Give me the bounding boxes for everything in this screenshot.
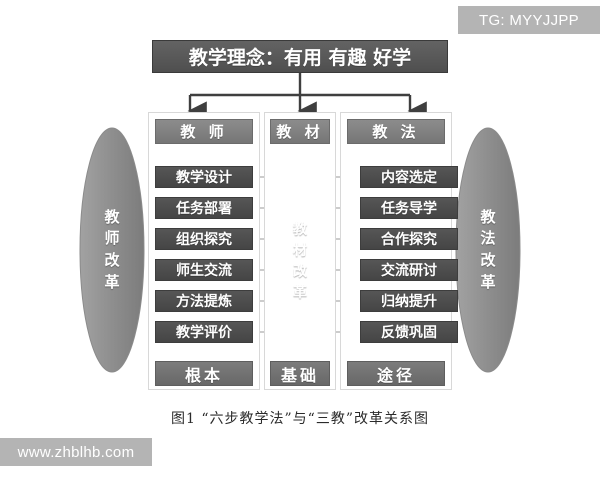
figure-caption: 图1 “六步教学法”与“三教”改革关系图 bbox=[171, 411, 429, 427]
method-step-item: 反馈巩固 bbox=[360, 321, 458, 343]
teacher-step-item: 教学设计 bbox=[155, 166, 253, 188]
teacher-step-item: 师生交流 bbox=[155, 259, 253, 281]
panel-column-material bbox=[264, 112, 336, 390]
method-step-item: 任务导学 bbox=[360, 197, 458, 219]
column-header-method: 教 法 bbox=[347, 119, 445, 144]
diagram-title-banner: 教学理念：有用 有趣 好学 bbox=[152, 40, 448, 73]
panel-column-teacher bbox=[148, 112, 260, 390]
method-step-item: 交流研讨 bbox=[360, 259, 458, 281]
teacher-step-item: 任务部署 bbox=[155, 197, 253, 219]
method-step-item: 内容选定 bbox=[360, 166, 458, 188]
panel-column-method bbox=[340, 112, 452, 390]
method-step-item: 归纳提升 bbox=[360, 290, 458, 312]
column-footer-teacher: 根本 bbox=[155, 361, 253, 386]
method-step-item: 合作探究 bbox=[360, 228, 458, 250]
column-header-teacher: 教 师 bbox=[155, 119, 253, 144]
column-footer-method: 途径 bbox=[347, 361, 445, 386]
title-connector bbox=[187, 73, 427, 121]
teacher-step-item: 组织探究 bbox=[155, 228, 253, 250]
teacher-step-item: 教学评价 bbox=[155, 321, 253, 343]
teacher-step-item: 方法提炼 bbox=[155, 290, 253, 312]
outer-right-ellipse bbox=[455, 127, 521, 373]
outer-left-ellipse bbox=[79, 127, 145, 373]
column-footer-material: 基础 bbox=[270, 361, 330, 386]
telegram-watermark: TG: MYYJJPP bbox=[458, 6, 600, 34]
column-header-material: 教 材 bbox=[270, 119, 330, 144]
site-watermark: www.zhblhb.com bbox=[0, 438, 152, 466]
